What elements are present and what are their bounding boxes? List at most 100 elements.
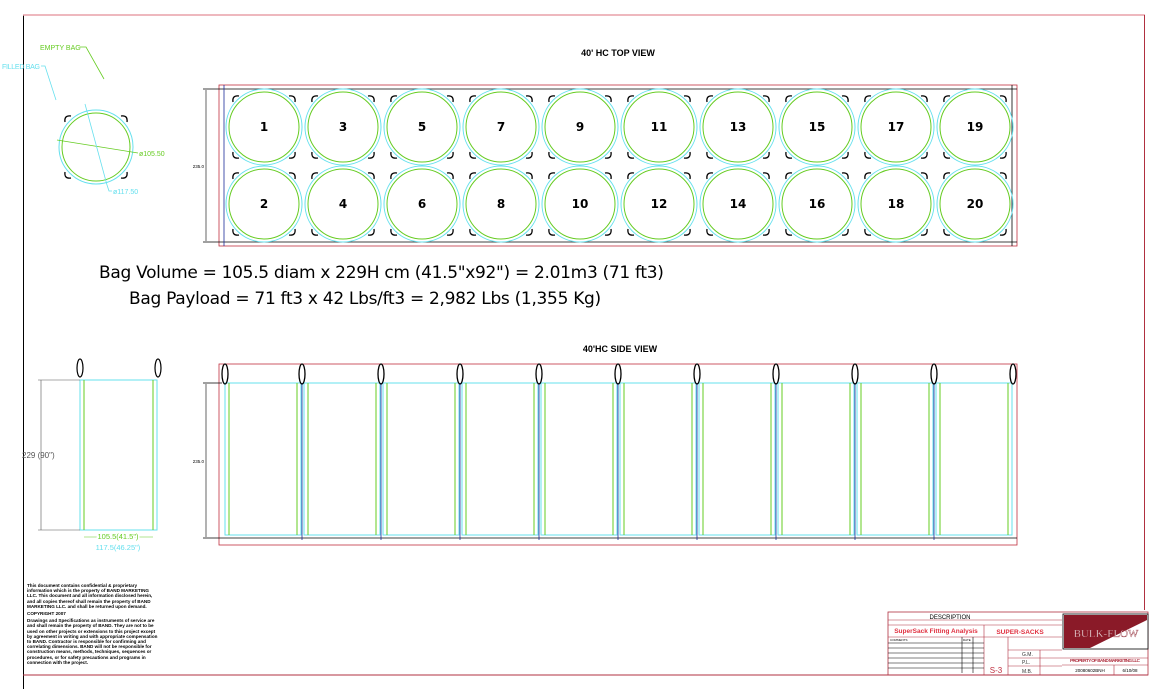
checked-by: P.L. <box>1022 660 1030 666</box>
lift-loop <box>377 363 385 385</box>
bag-corner-loop <box>785 95 793 103</box>
filled-bag-outline <box>777 382 855 536</box>
bag-corner-loop <box>469 172 477 180</box>
bag-number: 13 <box>730 120 747 134</box>
bag-number: 5 <box>418 120 426 134</box>
bag-corner-loop <box>525 95 533 103</box>
empty-bag-outline <box>781 91 853 163</box>
empty-bag-outline <box>307 91 379 163</box>
bag-corner-loop <box>683 151 691 159</box>
side-bag <box>617 382 697 540</box>
filled-bag-outline <box>857 165 935 243</box>
bag-width-filled-label: 117.5(46.25") <box>96 543 141 552</box>
filled-bag-outline <box>856 382 934 536</box>
bag-corner-loop <box>785 228 793 236</box>
bag-corner-loop <box>64 115 72 123</box>
bag-corner-loop <box>762 95 770 103</box>
side-bag <box>696 382 776 540</box>
bag-8: 8 <box>462 165 540 243</box>
bag-corner-loop <box>706 151 714 159</box>
bag-corner-loop <box>864 172 872 180</box>
bag-number: 18 <box>888 197 905 211</box>
bag-corner-loop <box>864 151 872 159</box>
bag-corner-loop <box>762 228 770 236</box>
empty-bag-outline <box>307 168 379 240</box>
bag-corner-loop <box>446 228 454 236</box>
bag-corner-loop <box>943 172 951 180</box>
bag-1: 1 <box>225 88 303 166</box>
bag-corner-loop <box>469 95 477 103</box>
bag-corner-loop <box>525 228 533 236</box>
bag-corner-loop <box>390 95 398 103</box>
lift-loop <box>772 363 780 385</box>
filled-bag-outline <box>778 88 856 166</box>
width-dimension-label: 235.0 <box>193 164 205 169</box>
bag-corner-loop <box>367 151 375 159</box>
side-bag <box>538 382 618 540</box>
empty-bag-outline <box>702 168 774 240</box>
bag-corner-loop <box>311 151 319 159</box>
filled-bag-outline <box>699 165 777 243</box>
drawing-date: 6/10/08 <box>1122 668 1138 673</box>
confidential-note: This document contains confidential & pr… <box>27 583 153 609</box>
bag-corner-loop <box>683 228 691 236</box>
bag-corner-loop <box>943 228 951 236</box>
side-view: 235.0 <box>193 363 1018 546</box>
filled-bag-outline <box>857 88 935 166</box>
lift-loop <box>221 363 229 385</box>
filled-bag-outline <box>620 165 698 243</box>
bag-corner-loop <box>232 228 240 236</box>
bag-corner-loop <box>311 228 319 236</box>
bag-number: 11 <box>651 120 668 134</box>
bag-payload-formula: Bag Payload = 71 ft3 x 42 Lbs/ft3 = 2,98… <box>129 289 601 309</box>
bag-corner-loop <box>604 151 612 159</box>
side-view-title: 40'HC SIDE VIEW <box>583 344 658 354</box>
bag-corner-loop <box>390 151 398 159</box>
bag-number: 15 <box>809 120 826 134</box>
filled-diam-label: ø117.50 <box>113 189 138 196</box>
bag-corner-loop <box>841 172 849 180</box>
bag-corner-loop <box>288 151 296 159</box>
comments-label: COMMENTS <box>890 638 908 642</box>
empty-bag-outline <box>465 91 537 163</box>
filled-bag-label: FILLED BAG <box>2 64 40 71</box>
bag-corner-loop <box>390 172 398 180</box>
bag-corner-loop <box>920 95 928 103</box>
empty-bag-outline <box>781 168 853 240</box>
bag-corner-loop <box>627 151 635 159</box>
bag-corner-loop <box>548 95 556 103</box>
bag-corner-loop <box>841 151 849 159</box>
sheet-number: S-3 <box>990 666 1003 675</box>
bag-corner-loop <box>311 95 319 103</box>
bag-number: 19 <box>967 120 984 134</box>
bag-width-empty-label: 105.5(41.5") <box>97 532 139 541</box>
bag-corner-loop <box>120 171 128 179</box>
bag-corner-loop <box>999 151 1007 159</box>
bag-corner-loop <box>604 228 612 236</box>
bag-corner-loop <box>920 228 928 236</box>
filled-bag-outline <box>619 382 697 536</box>
copyright-note: COPYRIGHT 2007 <box>27 611 66 617</box>
bag-9: 9 <box>541 88 619 166</box>
bag-corner-loop <box>367 95 375 103</box>
bag-corner-loop <box>446 95 454 103</box>
filled-bag-outline <box>699 88 777 166</box>
bag-corner-loop <box>390 228 398 236</box>
bag-corner-loop <box>706 95 714 103</box>
bag-11: 11 <box>620 88 698 166</box>
bag-corner-loop <box>706 228 714 236</box>
bag-4: 4 <box>304 165 382 243</box>
svg-text:BULK-FLOW: BULK-FLOW <box>1074 628 1139 640</box>
bag-corner-loop <box>627 228 635 236</box>
empty-bag-outline <box>702 91 774 163</box>
bag-corner-loop <box>367 172 375 180</box>
filled-bag-outline <box>936 88 1014 166</box>
bag-corner-loop <box>232 172 240 180</box>
lift-loop <box>930 363 938 385</box>
bulk-flow-logo: BULK-FLOW <box>1062 613 1149 650</box>
drawn-by: G.M. <box>1022 652 1033 658</box>
bag-corner-loop <box>64 171 72 179</box>
bag-corner-loop <box>762 172 770 180</box>
bag-number: 1 <box>260 120 268 134</box>
bag-number: 14 <box>730 197 747 211</box>
